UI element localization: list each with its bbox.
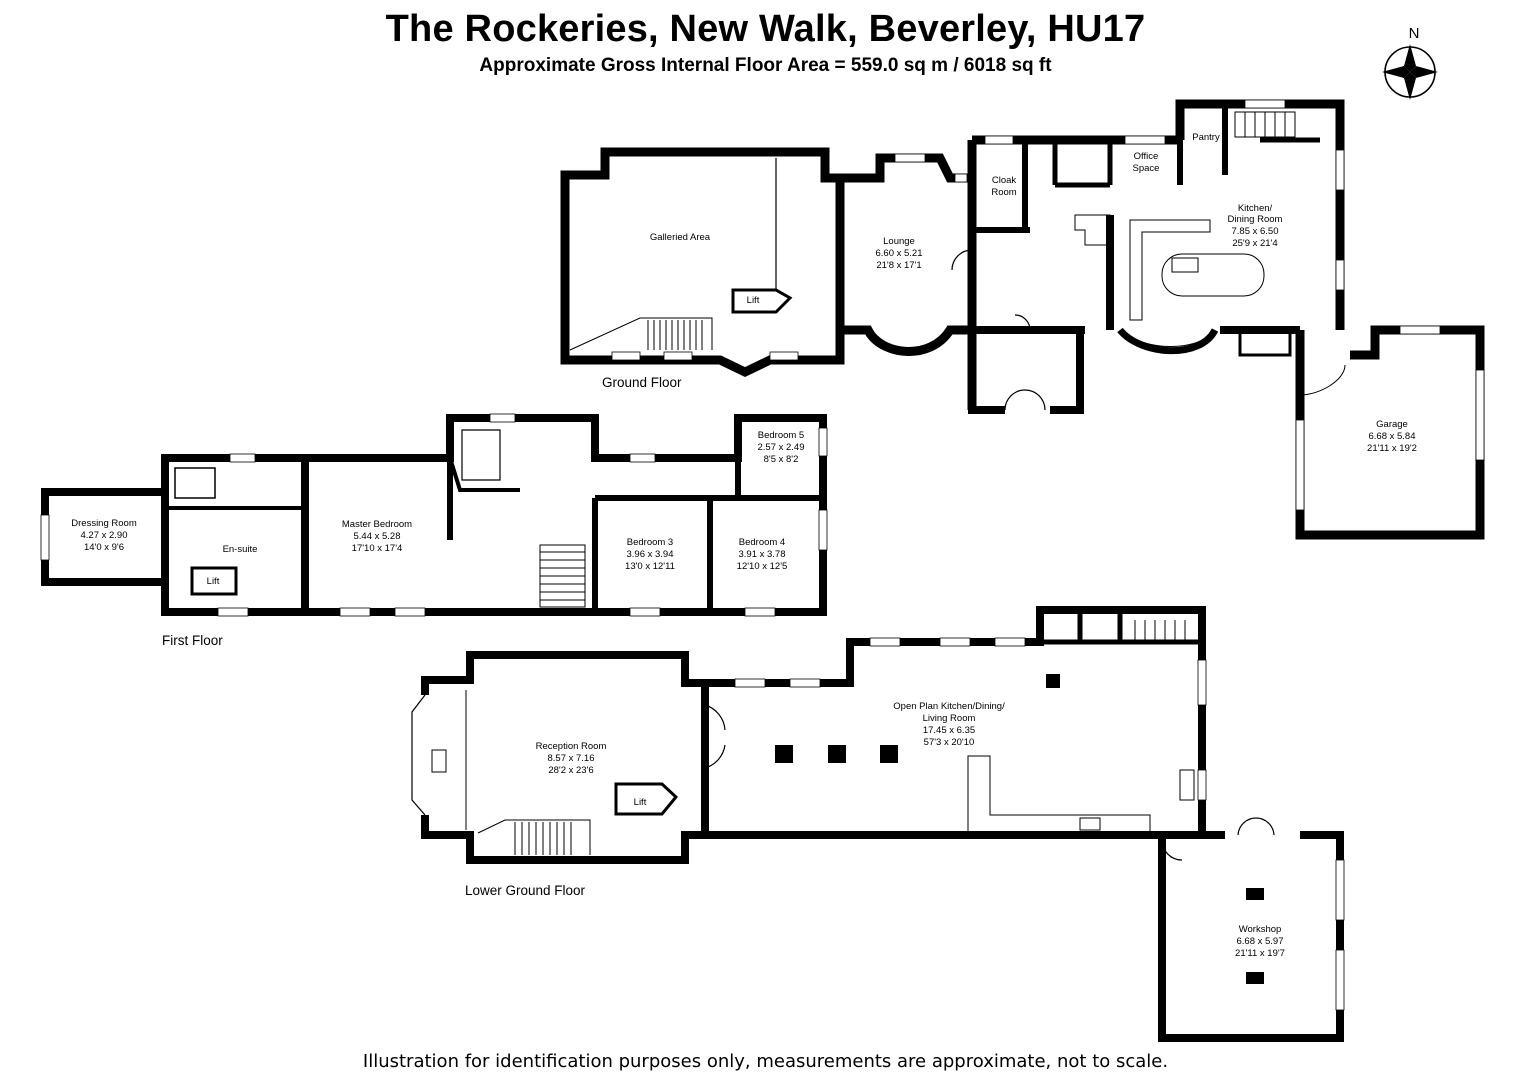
floor-area-subtitle: Approximate Gross Internal Floor Area = …: [479, 55, 1052, 76]
workshop-metric: 6.68 x 5.97: [1236, 936, 1283, 947]
lounge-name: Lounge: [883, 236, 915, 247]
garage-walls: [1238, 325, 1485, 540]
galleried-area-walls: [560, 147, 845, 377]
lounge-walls: [840, 140, 977, 410]
reception-room-metric: 8.57 x 7.16: [547, 753, 594, 764]
dressing-room-metric: 4.27 x 2.90: [80, 530, 127, 541]
garage-imperial: 21'11 x 19'2: [1367, 443, 1417, 454]
bedroom-3-metric: 3.96 x 3.94: [626, 549, 673, 560]
lower-lift-label: Lift: [634, 797, 647, 808]
ground-floor-plan: Galleried Area Lift Lounge 6.60 x 5.21 2…: [560, 99, 1485, 540]
first-floor-plan: Dressing Room 4.27 x 2.90 14'0 x 9'6 En-…: [40, 413, 828, 648]
reception-room-name: Reception Room: [536, 741, 607, 752]
plan-title: The Rockeries, New Walk, Beverley, HU17: [385, 8, 1146, 50]
reception-room-imperial: 28'2 x 23'6: [548, 765, 593, 776]
galleried-area-label: Galleried Area: [650, 232, 711, 243]
kitchen-name-2: Dining Room: [1228, 214, 1283, 225]
ground-lift-label: Lift: [747, 295, 760, 306]
bedroom-3-imperial: 13'0 x 12'11: [625, 561, 675, 572]
kitchen-imperial: 25'9 x 21'4: [1232, 238, 1277, 249]
workshop-imperial: 21'11 x 19'7: [1235, 948, 1285, 959]
office-space-label-2: Space: [1133, 163, 1160, 174]
bedroom-3-name: Bedroom 3: [627, 537, 673, 548]
bedroom-5-name: Bedroom 5: [758, 430, 804, 441]
open-plan-imperial: 57'3 x 20'10: [924, 737, 975, 748]
office-space-label-1: Office: [1134, 151, 1159, 162]
garage-metric: 6.68 x 5.84: [1368, 431, 1415, 442]
open-plan-name-2: Living Room: [923, 713, 976, 724]
compass-north-label: N: [1409, 25, 1420, 42]
master-bedroom-name: Master Bedroom: [342, 519, 412, 530]
kitchen-metric: 7.85 x 6.50: [1231, 226, 1278, 237]
hall-kitchen-walls: [968, 99, 1345, 414]
pantry-label: Pantry: [1192, 132, 1220, 143]
lower-ground-floor-plan: Reception Room 8.57 x 7.16 28'2 x 23'6 L…: [411, 606, 1345, 1042]
workshop-name: Workshop: [1239, 924, 1282, 935]
cloak-room-label-1: Cloak: [992, 175, 1017, 186]
lounge-metric: 6.60 x 5.21: [875, 248, 922, 259]
ground-floor-label: Ground Floor: [602, 375, 682, 390]
dressing-room-name: Dressing Room: [71, 518, 137, 529]
bedroom-5-imperial: 8'5 x 8'2: [764, 454, 799, 465]
bedroom-4-metric: 3.91 x 3.78: [738, 549, 785, 560]
bedroom-4-imperial: 12'10 x 12'5: [737, 561, 788, 572]
disclaimer-text: Illustration for identification purposes…: [362, 1051, 1169, 1072]
open-plan-name-1: Open Plan Kitchen/Dining/: [893, 701, 1005, 712]
ensuite-label: En-suite: [223, 544, 258, 555]
bedroom-4-name: Bedroom 4: [739, 537, 785, 548]
lower-ground-floor-label: Lower Ground Floor: [465, 883, 586, 898]
open-plan-metric: 17.45 x 6.35: [923, 725, 975, 736]
master-bedroom-imperial: 17'10 x 17'4: [352, 543, 403, 554]
compass-rose-icon: N: [1382, 25, 1438, 100]
bedroom-5-metric: 2.57 x 2.49: [757, 442, 804, 453]
cloak-room-label-2: Room: [991, 187, 1016, 198]
lounge-imperial: 21'8 x 17'1: [876, 260, 921, 271]
first-lift-label: Lift: [207, 576, 220, 587]
first-floor-label: First Floor: [162, 633, 223, 648]
dressing-room-imperial: 14'0 x 9'6: [84, 542, 124, 553]
kitchen-name-1: Kitchen/: [1238, 203, 1273, 214]
garage-name: Garage: [1376, 419, 1408, 430]
master-bedroom-metric: 5.44 x 5.28: [353, 531, 400, 542]
